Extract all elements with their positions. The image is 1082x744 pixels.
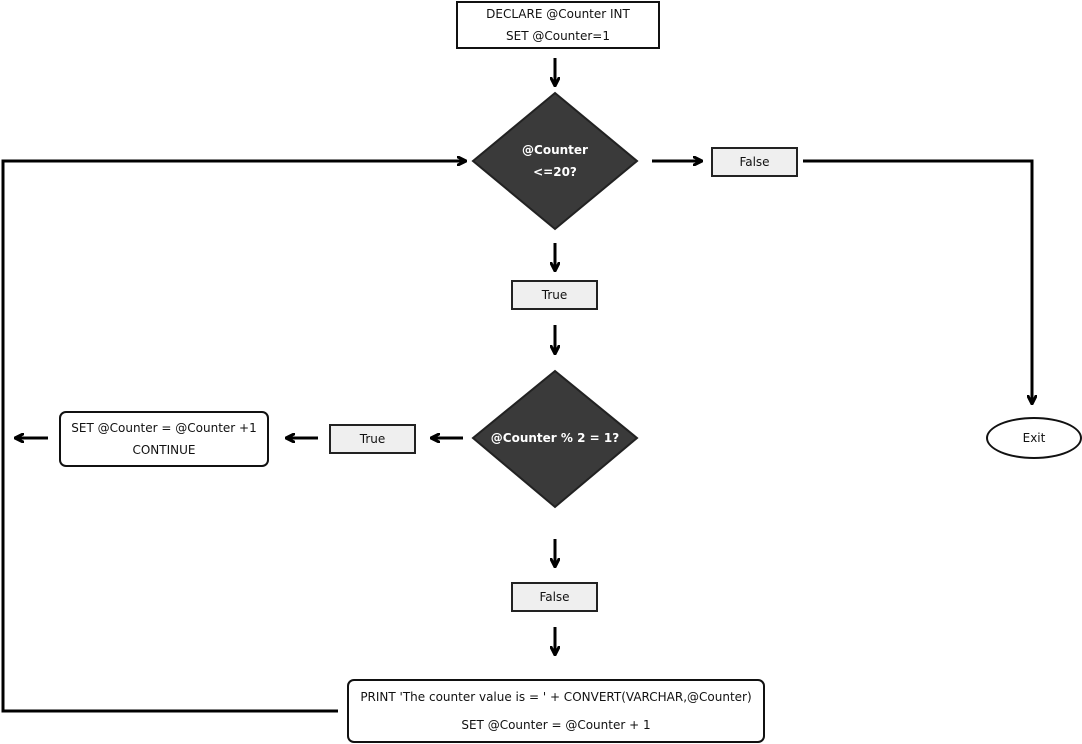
print-line1: PRINT 'The counter value is = ' + CONVER… xyxy=(360,690,752,704)
decision-diamond-counter-odd xyxy=(471,369,639,509)
init-line1: DECLARE @Counter INT xyxy=(486,7,630,21)
continue-line1: SET @Counter = @Counter +1 xyxy=(71,421,257,435)
cond2-false-text: False xyxy=(539,590,570,604)
arrow-false-to-exit xyxy=(803,159,1032,404)
cond2-text: @Counter % 2 = 1? xyxy=(480,426,630,450)
decision-diamond-counter-le-20 xyxy=(471,91,639,231)
cond1-line1: @Counter xyxy=(522,143,588,157)
cond2-line: @Counter % 2 = 1? xyxy=(490,431,620,445)
cond1-text: @Counter <=20? xyxy=(495,136,615,186)
exit-text: Exit xyxy=(1022,431,1046,445)
cond1-false-label: False xyxy=(711,147,798,177)
print-line2: SET @Counter = @Counter + 1 xyxy=(461,718,651,732)
exit-terminal: Exit xyxy=(986,417,1082,459)
continue-box: SET @Counter = @Counter +1 CONTINUE xyxy=(59,411,269,467)
cond1-line2: <=20? xyxy=(533,165,577,179)
continue-line2: CONTINUE xyxy=(132,443,196,457)
init-box: DECLARE @Counter INT SET @Counter=1 xyxy=(456,1,660,49)
cond2-false-label: False xyxy=(511,582,598,612)
print-box: PRINT 'The counter value is = ' + CONVER… xyxy=(347,679,765,743)
cond1-false-text: False xyxy=(739,155,770,169)
arrow-loop-back xyxy=(1,161,466,713)
cond1-true-text: True xyxy=(541,288,568,302)
cond1-true-label: True xyxy=(511,280,598,310)
cond2-true-label: True xyxy=(329,424,416,454)
cond2-true-text: True xyxy=(359,432,386,446)
init-line2: SET @Counter=1 xyxy=(506,29,610,43)
